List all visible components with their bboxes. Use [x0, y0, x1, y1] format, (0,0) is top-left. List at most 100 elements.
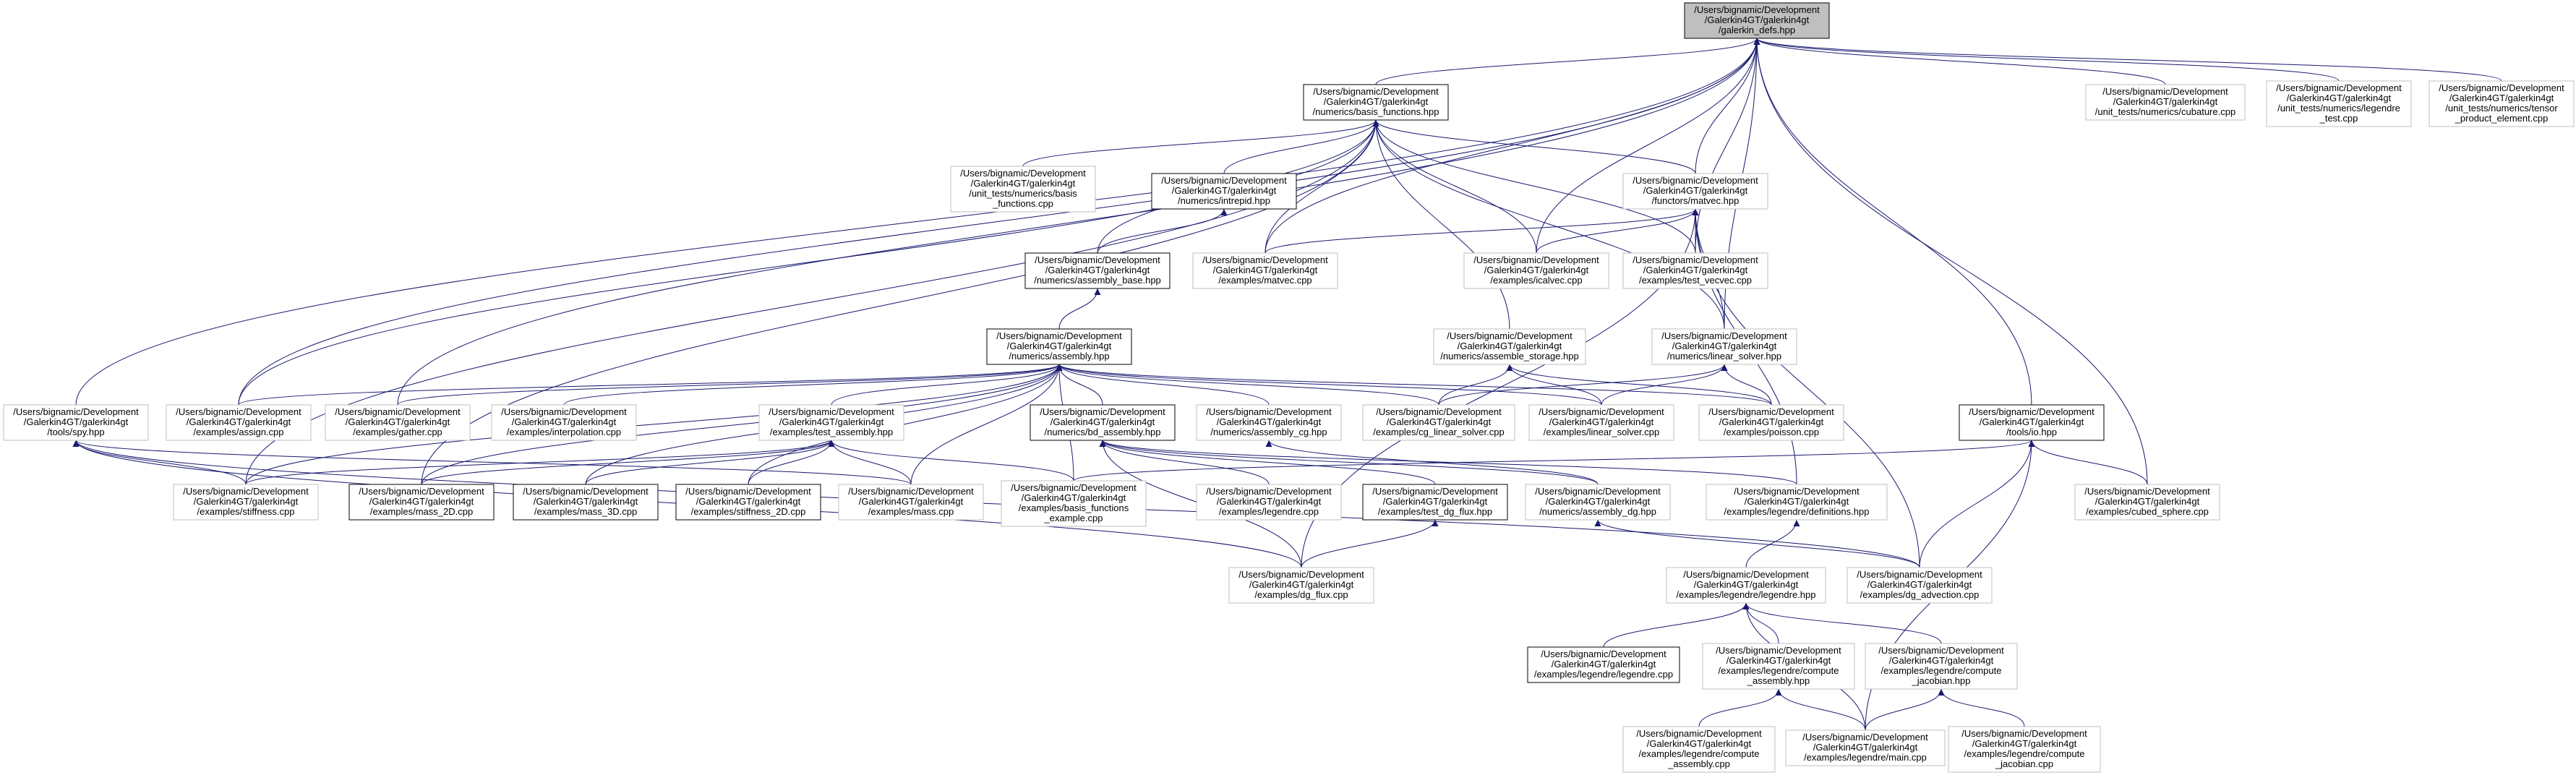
edge-ex-linear-solver-to-assemble-storage — [1506, 364, 1602, 406]
edge-ex-dg-advection-to-assembly-dg — [1594, 519, 1920, 568]
node-box — [758, 404, 904, 441]
node-box — [1001, 480, 1147, 527]
node-ex-leg-definitions[interactable]: /Users/bignamic/Development/Galerkin4GT/… — [1706, 484, 1888, 521]
node-label-line: /numerics/assembly_cg.hpp — [1210, 427, 1327, 437]
node-ex-test-vecvec[interactable]: /Users/bignamic/Development/Galerkin4GT/… — [1622, 252, 1768, 289]
node-box — [1525, 484, 1671, 521]
node-label-line: /Users/bignamic/Development — [1878, 645, 2004, 656]
node-label-line: /Users/bignamic/Development — [335, 406, 461, 417]
node-ex-poisson[interactable]: /Users/bignamic/Development/Galerkin4GT/… — [1698, 404, 1844, 441]
node-ex-leg-main[interactable]: /Users/bignamic/Development/Galerkin4GT/… — [1785, 729, 1946, 766]
edge-ex-leg-compute-jacobian-hpp-to-ex-leg-legendre-hpp — [1742, 602, 1942, 644]
node-label-line: /unit_tests/numerics/cubature.cpp — [2095, 106, 2235, 117]
edge-ex-cubed-sphere-to-galerkin-defs — [1753, 38, 2148, 485]
node-ex-icalvec[interactable]: /Users/bignamic/Development/Galerkin4GT/… — [1463, 252, 1609, 289]
node-ex-leg-compute-jacobian-cpp[interactable]: /Users/bignamic/Development/Galerkin4GT/… — [1948, 726, 2101, 773]
node-ex-interpolation[interactable]: /Users/bignamic/Development/Galerkin4GT/… — [491, 404, 637, 441]
node-linear-solver[interactable]: /Users/bignamic/Development/Galerkin4GT/… — [1651, 328, 1797, 365]
node-tools-io[interactable]: /Users/bignamic/Development/Galerkin4GT/… — [1959, 404, 2105, 441]
node-label-line: /examples/linear_solver.cpp — [1544, 427, 1659, 437]
node-ex-linear-solver[interactable]: /Users/bignamic/Development/Galerkin4GT/… — [1528, 404, 1674, 441]
node-box — [1651, 328, 1797, 365]
node-ex-mass[interactable]: /Users/bignamic/Development/Galerkin4GT/… — [838, 484, 984, 521]
node-label-line: /Users/bignamic/Development — [523, 486, 649, 497]
node-label-line: /numerics/assembly_base.hpp — [1034, 275, 1161, 286]
node-label-line: /numerics/intrepid.hpp — [1178, 195, 1270, 206]
node-box — [1463, 252, 1609, 289]
node-ex-leg-legendre-cpp[interactable]: /Users/bignamic/Development/Galerkin4GT/… — [1527, 646, 1680, 683]
node-label-line: /Galerkin4GT/galerkin4gt — [2287, 93, 2392, 103]
node-label-line: /Galerkin4GT/galerkin4gt — [1484, 265, 1589, 275]
node-functors-matvec[interactable]: /Users/bignamic/Development/Galerkin4GT/… — [1622, 173, 1768, 210]
node-label-line: /examples/dg_advection.cpp — [1860, 589, 1980, 600]
node-label-line: /Galerkin4GT/galerkin4gt — [1705, 14, 1810, 25]
node-ex-matvec[interactable]: /Users/bignamic/Development/Galerkin4GT/… — [1192, 252, 1338, 289]
node-ex-dg-advection[interactable]: /Users/bignamic/Development/Galerkin4GT/… — [1847, 567, 1993, 604]
node-box — [1196, 484, 1342, 521]
node-ex-gather[interactable]: /Users/bignamic/Development/Galerkin4GT/… — [325, 404, 471, 441]
node-ex-assign[interactable]: /Users/bignamic/Development/Galerkin4GT/… — [166, 404, 312, 441]
node-ex-leg-compute-assembly-hpp[interactable]: /Users/bignamic/Development/Galerkin4GT/… — [1702, 643, 1855, 690]
node-ex-mass-2d[interactable]: /Users/bignamic/Development/Galerkin4GT/… — [348, 484, 495, 521]
node-label-line: /examples/test_dg_flux.hpp — [1378, 506, 1492, 517]
node-label-line: /Galerkin4GT/galerkin4gt — [1050, 416, 1155, 427]
node-ex-leg-compute-assembly-cpp[interactable]: /Users/bignamic/Development/Galerkin4GT/… — [1622, 726, 1776, 773]
node-label-line: /Galerkin4GT/galerkin4gt — [369, 496, 474, 507]
node-label-line: /Galerkin4GT/galerkin4gt — [859, 496, 964, 507]
node-label-line: _functions.cpp — [992, 198, 1053, 209]
node-bd-assembly[interactable]: /Users/bignamic/Development/Galerkin4GT/… — [1030, 404, 1176, 441]
node-label-line: _product_element.cpp — [2455, 113, 2549, 124]
node-label-line: /Users/bignamic/Development — [1035, 254, 1160, 265]
node-label-line: /Users/bignamic/Development — [1376, 406, 1502, 417]
node-ex-mass-3d[interactable]: /Users/bignamic/Development/Galerkin4GT/… — [513, 484, 659, 521]
node-label-line: /examples/legendre/compute — [1964, 748, 2085, 759]
edge-ex-dg-advection-to-tools-spy — [72, 440, 1920, 568]
node-label-line: /Users/bignamic/Development — [1313, 86, 1439, 97]
node-ex-test-assembly[interactable]: /Users/bignamic/Development/Galerkin4GT/… — [758, 404, 904, 441]
edge-ex-basis-functions-to-tools-io — [1073, 440, 2035, 482]
node-label-line: /Users/bignamic/Development — [1541, 649, 1666, 659]
node-ex-stiffness[interactable]: /Users/bignamic/Development/Galerkin4GT/… — [173, 484, 319, 521]
node-label-line: /Users/bignamic/Development — [1539, 406, 1664, 417]
nodes-layer: /Users/bignamic/Development/Galerkin4GT/… — [3, 2, 2575, 773]
node-box — [1433, 328, 1586, 365]
node-box — [491, 404, 637, 441]
node-ex-stiffness-2d[interactable]: /Users/bignamic/Development/Galerkin4GT/… — [675, 484, 821, 521]
node-tools-spy[interactable]: /Users/bignamic/Development/Galerkin4GT/… — [3, 404, 149, 441]
node-assembly-dg[interactable]: /Users/bignamic/Development/Galerkin4GT/… — [1525, 484, 1671, 521]
node-label-line: /Galerkin4GT/galerkin4gt — [194, 496, 299, 507]
node-box — [1528, 404, 1674, 441]
node-ex-cg-linear-solver[interactable]: /Users/bignamic/Development/Galerkin4GT/… — [1362, 404, 1515, 441]
node-box — [1706, 484, 1888, 521]
edge-ex-leg-compute-jacobian-cpp-to-ex-leg-compute-jacobian-hpp — [1938, 688, 2025, 727]
node-assemble-storage[interactable]: /Users/bignamic/Development/Galerkin4GT/… — [1433, 328, 1586, 365]
node-assembly-base[interactable]: /Users/bignamic/Development/Galerkin4GT/… — [1024, 252, 1171, 289]
node-label-line: /Galerkin4GT/galerkin4gt — [779, 416, 884, 427]
node-ex-test-dg-flux[interactable]: /Users/bignamic/Development/Galerkin4GT/… — [1362, 484, 1508, 521]
node-ut-cubature[interactable]: /Users/bignamic/Development/Galerkin4GT/… — [2085, 84, 2246, 121]
node-label-line: /Galerkin4GT/galerkin4gt — [1745, 496, 1849, 507]
node-box — [2429, 80, 2575, 127]
node-ut-tensor[interactable]: /Users/bignamic/Development/Galerkin4GT/… — [2429, 80, 2575, 127]
node-label-line: /galerkin_defs.hpp — [1719, 25, 1795, 35]
node-ut-basis-functions[interactable]: /Users/bignamic/Development/Galerkin4GT/… — [950, 166, 1096, 213]
edge-ut-cubature-to-galerkin-defs — [1753, 38, 2166, 85]
node-label-line: /examples/legendre/compute — [1881, 665, 2002, 676]
node-label-line: /Users/bignamic/Development — [1694, 4, 1820, 15]
node-ex-dg-flux[interactable]: /Users/bignamic/Development/Galerkin4GT/… — [1228, 567, 1374, 604]
node-label-line: /numerics/assemble_storage.hpp — [1440, 351, 1579, 361]
node-ut-legendre[interactable]: /Users/bignamic/Development/Galerkin4GT/… — [2266, 80, 2412, 127]
node-basis-functions[interactable]: /Users/bignamic/Development/Galerkin4GT/… — [1303, 84, 1449, 121]
node-galerkin-defs[interactable]: /Users/bignamic/Development/Galerkin4GT/… — [1684, 2, 1830, 39]
node-ex-leg-compute-jacobian-hpp[interactable]: /Users/bignamic/Development/Galerkin4GT/… — [1865, 643, 2018, 690]
node-ex-cubed-sphere[interactable]: /Users/bignamic/Development/Galerkin4GT/… — [2074, 484, 2220, 521]
node-ex-legendre[interactable]: /Users/bignamic/Development/Galerkin4GT/… — [1196, 484, 1342, 521]
node-assembly[interactable]: /Users/bignamic/Development/Galerkin4GT/… — [986, 328, 1132, 365]
node-intrepid[interactable]: /Users/bignamic/Development/Galerkin4GT/… — [1151, 173, 1297, 210]
node-ex-leg-legendre-hpp[interactable]: /Users/bignamic/Development/Galerkin4GT/… — [1666, 567, 1826, 604]
node-assembly-cg[interactable]: /Users/bignamic/Development/Galerkin4GT/… — [1196, 404, 1342, 441]
node-ex-basis-functions[interactable]: /Users/bignamic/Development/Galerkin4GT/… — [1001, 480, 1147, 527]
node-label-line: /Users/bignamic/Development — [1961, 728, 2087, 739]
node-label-line: /Galerkin4GT/galerkin4gt — [1889, 655, 1994, 666]
edge-ex-leg-definitions-to-bd-assembly — [1099, 440, 1797, 485]
